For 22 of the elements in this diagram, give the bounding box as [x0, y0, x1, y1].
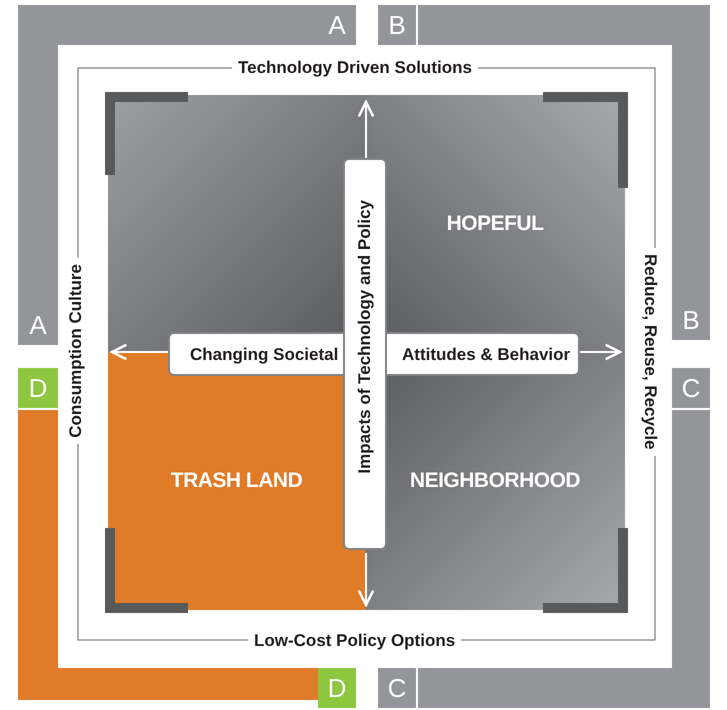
- scenario-title: TRASH LAND: [170, 469, 302, 493]
- axis-label: Impacts of Technology and Policy: [355, 200, 375, 474]
- letter-tile: B: [378, 5, 416, 45]
- scenario-title: HOPEFUL: [446, 212, 544, 236]
- letter-tile: D: [318, 668, 356, 708]
- scenario-title: NEIGHBORHOOD: [410, 469, 580, 493]
- letter-tile: A: [18, 305, 58, 345]
- frame-label: Reduce, Reuse, Recycle: [640, 248, 660, 456]
- axis-label: Changing Societal: [190, 345, 338, 365]
- node-label: A: [29, 310, 47, 340]
- axis-label: Attitudes & Behavior: [402, 345, 570, 365]
- frame-label: Consumption Culture: [66, 258, 86, 444]
- letter-tile: C: [378, 668, 416, 708]
- letter-tile: C: [672, 368, 710, 408]
- letter-tile: A: [318, 5, 356, 45]
- frame-label: Low-Cost Policy Options: [248, 631, 462, 651]
- frame-label: Technology Driven Solutions: [232, 58, 478, 78]
- node-label: A: [328, 10, 346, 40]
- letter-tile: B: [672, 300, 710, 340]
- letter-tile: D: [18, 368, 58, 408]
- axis-bar: [343, 158, 387, 550]
- node-label: B: [682, 304, 700, 334]
